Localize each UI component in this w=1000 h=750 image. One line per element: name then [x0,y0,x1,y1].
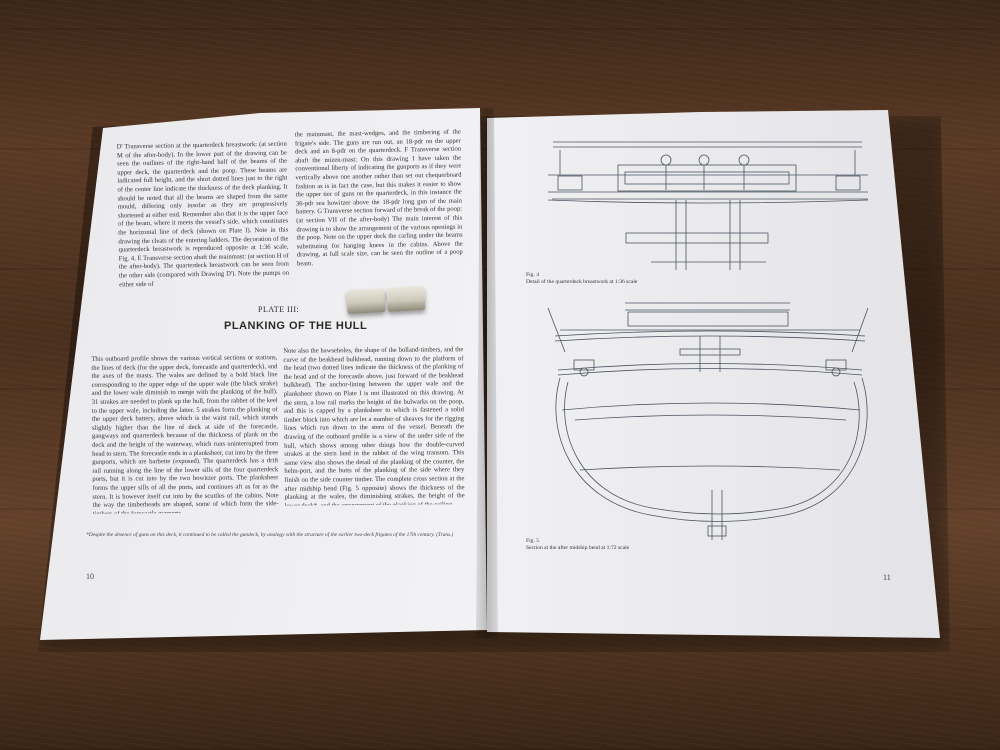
right-page-number: 11 [883,573,891,582]
fig4-caption-number: Fig. 4 [526,272,540,278]
left-page-number: 10 [86,572,94,581]
book-gutter [476,108,498,638]
footnote: *Despite the absence of guns on this dec… [86,532,454,538]
fig5-caption-text: Section at the after midship bend at 1:7… [526,545,630,551]
fig4-caption: Fig. 4 Detail of the quarterdeck breastw… [526,272,637,286]
fig4-breastwork-drawing [547,141,869,270]
fig5-caption: Fig. 5 Section at the after midship bend… [526,538,629,552]
fig5-midship-section-drawing [547,302,869,540]
plate-heading: PLANKING OF THE HULL [224,320,368,332]
fig5-caption-number: Fig. 5 [526,538,540,544]
plate-label: PLATE III: [258,305,300,314]
fig4-caption-text: Detail of the quarterdeck breastwork at … [526,279,638,285]
